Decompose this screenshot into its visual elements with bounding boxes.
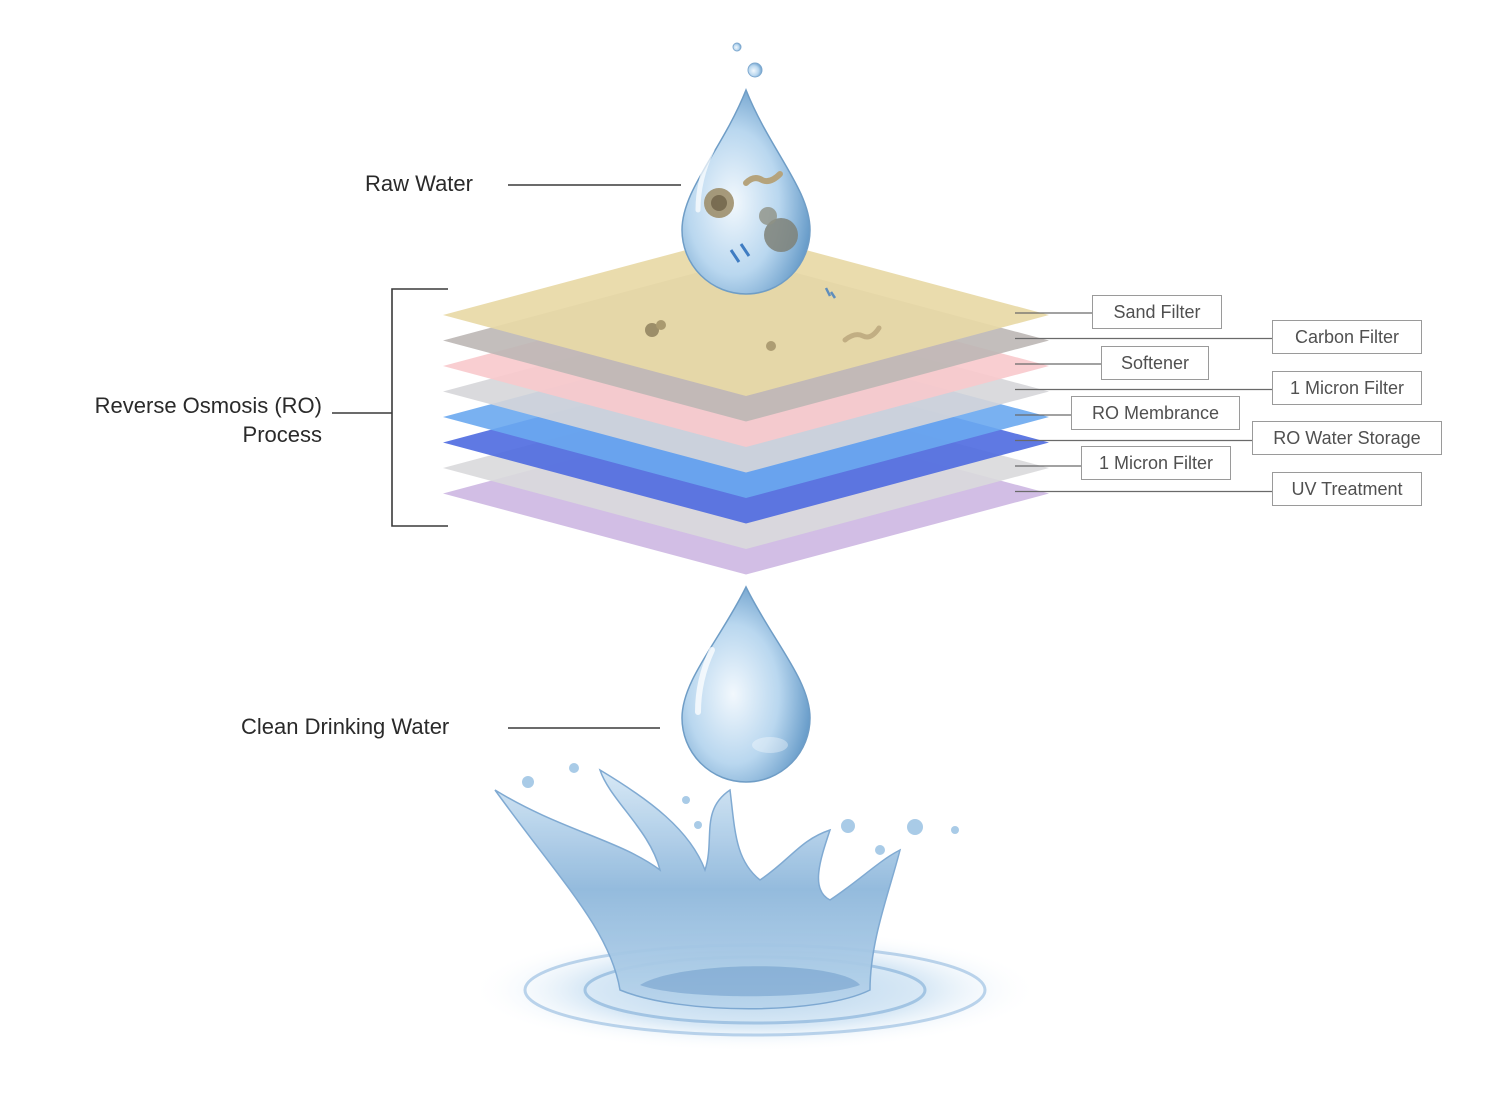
stage-label-carbon-filter: Carbon Filter	[1272, 320, 1422, 354]
ro-process-label-line1: Reverse Osmosis (RO)	[94, 393, 322, 418]
clean-water-drop-icon	[681, 585, 811, 783]
ro-process-label-line2: Process	[242, 422, 322, 447]
bacteria-icon	[645, 287, 882, 351]
stage-label-1-micron-filter-2: 1 Micron Filter	[1081, 446, 1231, 480]
stage-label-sand-filter: Sand Filter	[1092, 295, 1222, 329]
stage-label-uv-treatment: UV Treatment	[1272, 472, 1422, 506]
stage-label-softener: Softener	[1101, 346, 1209, 380]
raw-water-label: Raw Water	[365, 171, 473, 196]
raw-water-drop-icon	[681, 42, 811, 295]
bacteria-icon	[704, 171, 798, 263]
clean-water-label: Clean Drinking Water	[241, 714, 450, 739]
filter-layer-stack	[443, 234, 1049, 575]
filter-layer-1	[443, 234, 1049, 396]
ro-bracket	[332, 288, 448, 527]
water-splash-icon	[470, 763, 1040, 1052]
stage-label-ro-water-storage: RO Water Storage	[1252, 421, 1442, 455]
ro-process-label: Reverse Osmosis (RO) Process	[30, 391, 322, 449]
stage-leader-lines	[1015, 312, 1272, 493]
stage-label-ro-membrance: RO Membrance	[1071, 396, 1240, 430]
stage-label-1-micron-filter: 1 Micron Filter	[1272, 371, 1422, 405]
